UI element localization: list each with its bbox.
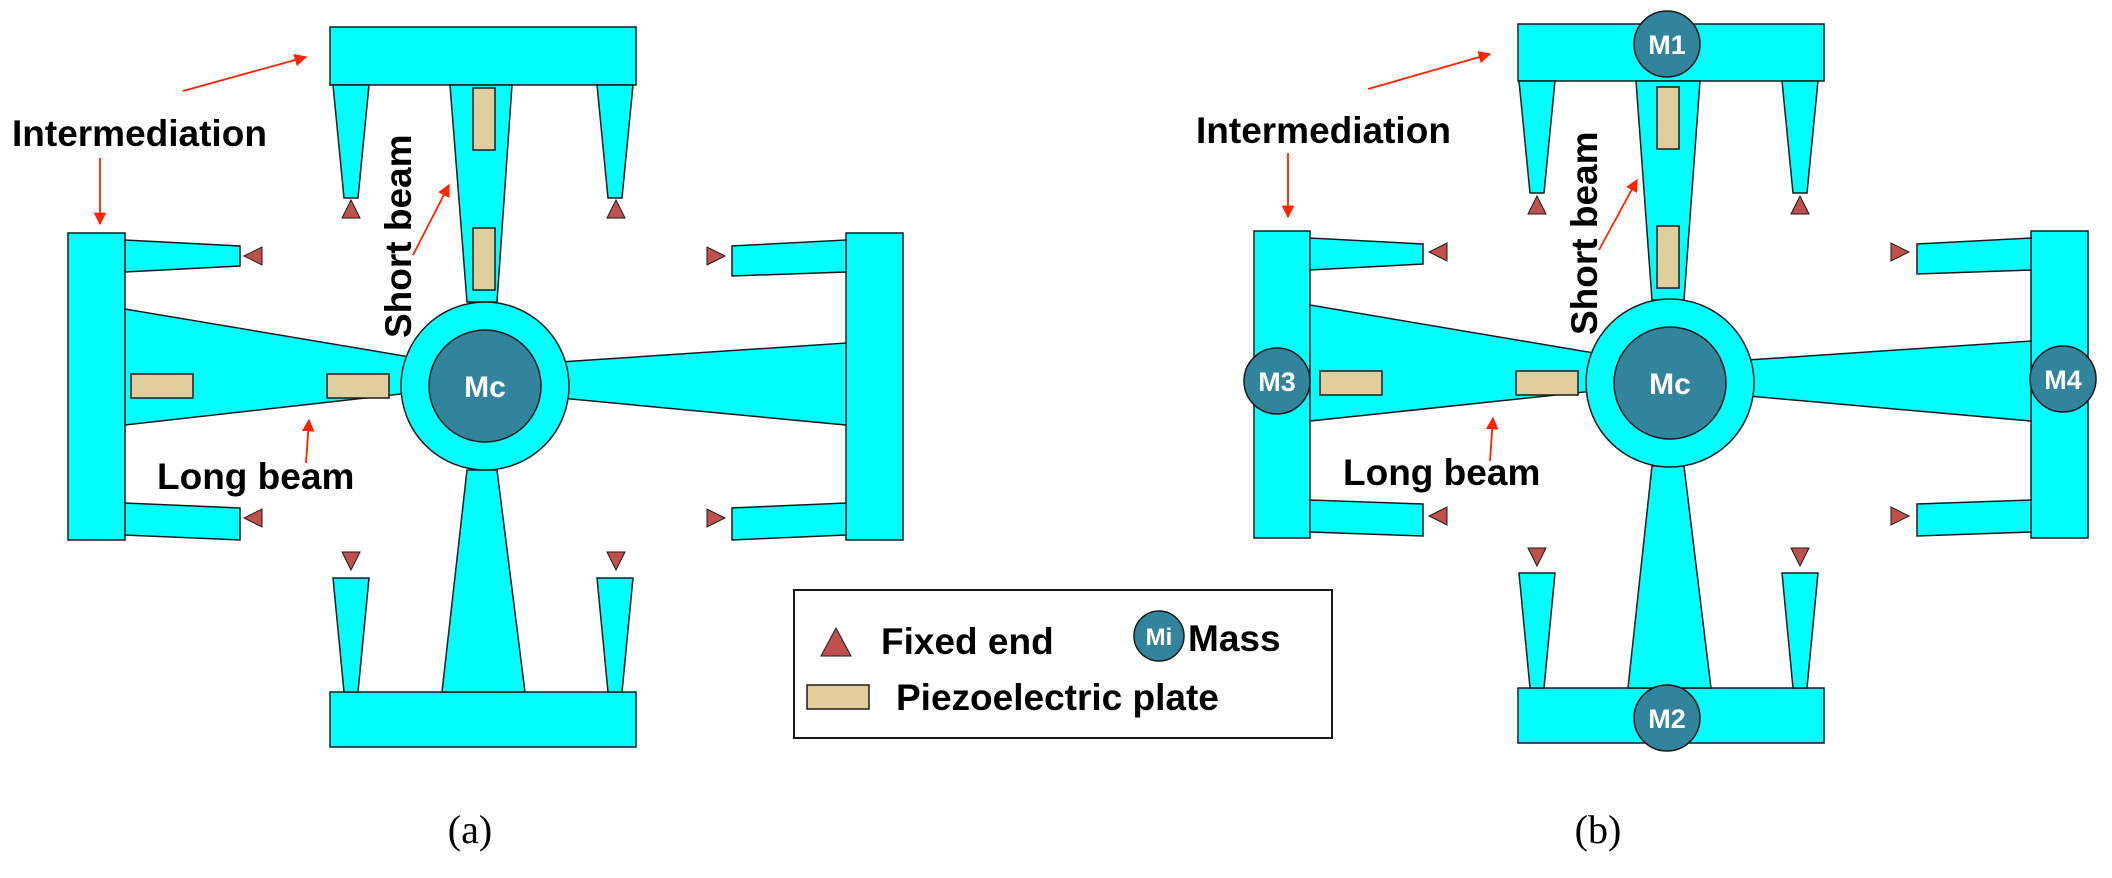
fixed-end — [1790, 547, 1810, 568]
fixed-end — [1790, 194, 1810, 215]
small-beam — [124, 502, 241, 541]
fixed-end — [1427, 506, 1448, 526]
center-mass — [428, 329, 542, 443]
mass-m4 — [2029, 345, 2097, 413]
short-beam-bottom — [441, 469, 526, 693]
fixed-end — [606, 551, 626, 572]
fixed-end — [242, 508, 263, 528]
long-beam-left — [1309, 304, 1595, 422]
fixed-end — [706, 508, 727, 528]
right-frame — [845, 232, 904, 541]
label-long-beam: Long beam — [1343, 452, 1540, 493]
fixed-end — [706, 246, 727, 266]
legend-piezo-label: Piezoelectric plate — [896, 677, 1219, 718]
fixed-end — [341, 551, 361, 572]
caption-a: (a) — [448, 807, 492, 852]
arrow — [301, 418, 315, 464]
panel-b: Mc M1 M2 M3 M4 — [1196, 10, 2097, 852]
structure — [67, 26, 904, 748]
left-frame — [67, 232, 126, 541]
small-beam — [124, 239, 241, 273]
piezo-plates — [1319, 86, 1680, 396]
label-long-beam: Long beam — [157, 456, 354, 497]
fixed-end — [1527, 547, 1547, 568]
fixed-end — [1527, 194, 1547, 215]
small-beam — [1916, 499, 2032, 537]
mass-m3-label: M3 — [1258, 367, 1296, 397]
short-beam-top — [449, 84, 513, 303]
arrow — [412, 183, 450, 256]
label-intermediation: Intermediation — [12, 113, 267, 154]
small-beam — [1309, 237, 1424, 271]
legend-mass-label: Mass — [1188, 618, 1281, 659]
fixed-end — [606, 198, 626, 219]
fixed-end — [1427, 242, 1448, 262]
small-beam — [332, 577, 370, 693]
arrow — [1485, 416, 1499, 462]
center-mass — [1613, 326, 1727, 440]
label-short-beam: Short beam — [378, 134, 419, 338]
center-mass-label: Mc — [1649, 368, 1691, 401]
long-beam-right — [1747, 340, 2032, 422]
fixed-ends — [1427, 194, 1911, 568]
mass-m1 — [1633, 10, 1701, 78]
fixed-end — [1890, 242, 1911, 262]
legend-fixed-end-label: Fixed end — [881, 621, 1054, 662]
arrow — [1367, 51, 1492, 90]
top-frame — [329, 26, 637, 86]
legend: Fixed end Mi Mass Piezoelectric plate — [793, 589, 1333, 739]
caption-b: (b) — [1575, 807, 1622, 852]
fixed-end — [341, 198, 361, 219]
piezo-plate — [130, 373, 194, 399]
small-beam — [1518, 572, 1556, 689]
mass-m1-label: M1 — [1648, 30, 1686, 60]
small-beam — [1518, 80, 1556, 194]
long-beam-left — [124, 308, 411, 426]
piezo-plate — [1656, 225, 1680, 289]
label-intermediation: Intermediation — [1196, 110, 1451, 151]
label-short-beam: Short beam — [1564, 131, 1605, 335]
annotation-arrows — [1281, 51, 1638, 462]
bottom-frame — [329, 691, 637, 748]
panel-a: Mc Intermediation Short beam — [12, 26, 904, 852]
small-beam — [731, 239, 847, 277]
small-beam — [1916, 237, 2032, 275]
fixed-end — [242, 246, 263, 266]
fixed-ends — [242, 198, 727, 572]
mass-m3 — [1243, 347, 1311, 415]
small-beam — [332, 84, 370, 199]
short-beam-bottom — [1627, 465, 1712, 689]
annotation-arrows — [93, 53, 450, 464]
small-beam — [596, 577, 634, 693]
small-beam — [1309, 499, 1424, 537]
piezo-plate — [472, 227, 496, 291]
legend-fixed-end-symbol — [820, 626, 852, 657]
legend-mass-symbol-label: Mi — [1146, 624, 1173, 651]
legend-piezo-symbol — [806, 684, 870, 710]
arrow — [182, 53, 308, 92]
piezo-plates — [130, 87, 496, 399]
center-mass-label: Mc — [464, 371, 506, 404]
small-beam — [596, 84, 634, 199]
mass-m2-label: M2 — [1648, 704, 1686, 734]
small-beam — [1781, 572, 1819, 689]
long-beam-right — [559, 342, 847, 426]
piezo-plate — [472, 87, 496, 151]
mass-m2 — [1633, 684, 1701, 752]
mass-m4-label: M4 — [2044, 365, 2082, 395]
legend-box — [793, 589, 1333, 739]
piezo-plate — [1515, 370, 1579, 396]
fixed-end — [1890, 506, 1911, 526]
piezo-plate — [1656, 86, 1680, 150]
arrow — [1598, 178, 1638, 251]
small-beam — [1781, 80, 1819, 194]
piezo-plate — [1319, 370, 1383, 396]
piezo-plate — [326, 373, 390, 399]
small-beam — [731, 502, 847, 541]
legend-mass-symbol — [1133, 610, 1185, 662]
